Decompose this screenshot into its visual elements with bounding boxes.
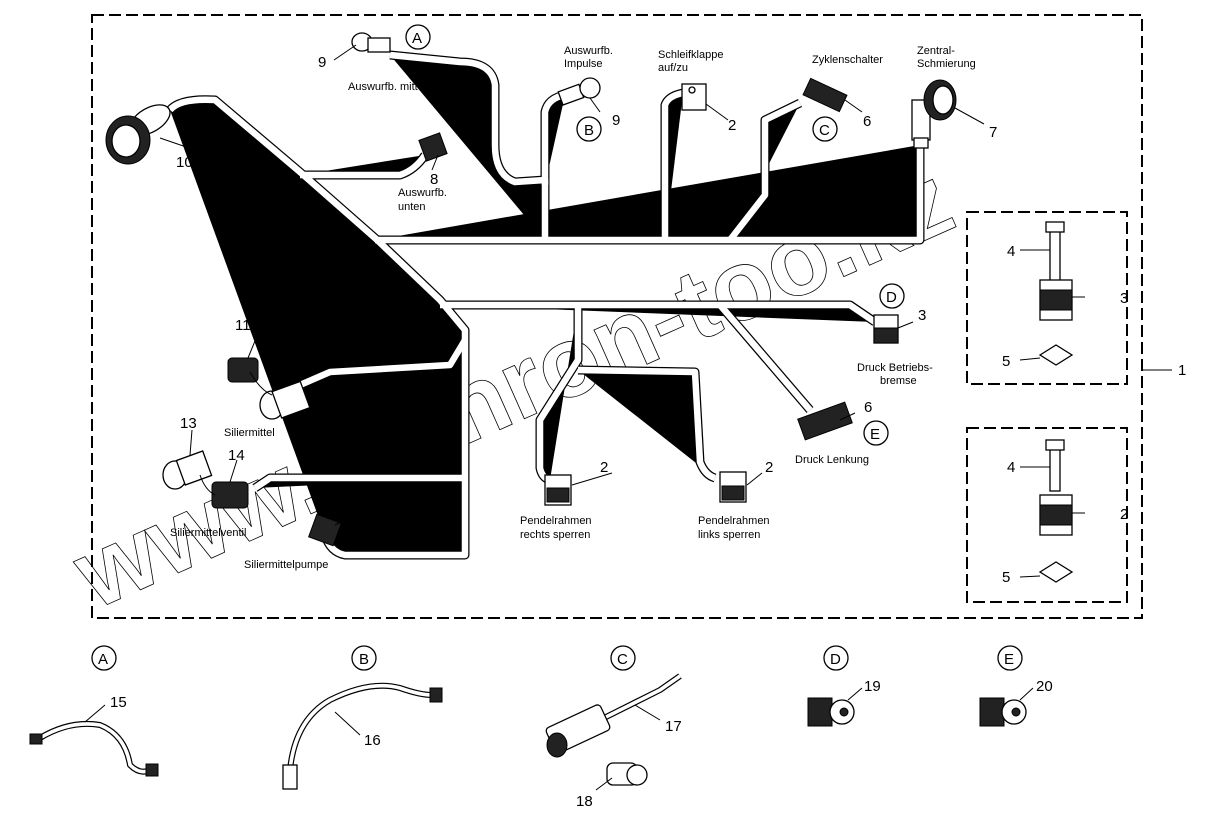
svg-text:Siliermittelventil: Siliermittelventil [170,527,246,539]
svg-text:Zentral-: Zentral- [917,45,955,57]
svg-text:2: 2 [728,117,736,134]
svg-text:5: 5 [1002,569,1010,586]
svg-text:B: B [359,651,369,668]
connector-7-zentralschmierung [911,79,957,149]
svg-text:19: 19 [864,678,881,695]
svg-text:D: D [886,289,897,306]
svg-text:17: 17 [665,718,682,735]
svg-text:20: 20 [1036,678,1053,695]
svg-text:6: 6 [863,113,871,130]
callout-c-bottom: C [610,645,636,671]
svg-text:1: 1 [1178,362,1186,379]
svg-text:Siliermittel: Siliermittel [224,427,275,439]
svg-text:links sperren: links sperren [698,529,760,541]
svg-text:C: C [617,651,628,668]
connector-12 [259,380,311,420]
svg-text:unten: unten [398,201,426,213]
connector-3-druck-betriebsbremse [873,314,899,344]
part-19-plug [807,697,855,727]
connector-11 [227,357,259,383]
svg-text:9: 9 [318,54,326,71]
svg-text:Auswurfb.: Auswurfb. [398,187,447,199]
svg-text:12: 12 [285,349,302,366]
svg-text:Impulse: Impulse [564,58,603,70]
svg-text:10: 10 [176,154,193,171]
svg-text:C: C [819,122,830,139]
callout-e-bottom: E [997,645,1023,671]
svg-text:Schleifklappe: Schleifklappe [658,49,723,61]
connector-2-schleifklappe [681,83,707,111]
connector-9-b [557,77,601,106]
connector-9-a [351,32,391,53]
svg-text:Auswurfb.: Auswurfb. [564,45,613,57]
svg-text:rechts sperren: rechts sperren [520,529,590,541]
svg-text:2: 2 [1120,506,1128,523]
svg-text:8: 8 [362,499,370,516]
svg-text:4: 4 [1007,243,1015,260]
inset-frame-2 [966,427,1128,603]
svg-text:E: E [870,426,880,443]
svg-text:15: 15 [110,694,127,711]
callout-b-bottom: B [351,645,377,671]
svg-text:2: 2 [600,459,608,476]
svg-text:9: 9 [612,112,620,129]
callout-d-bottom: D [823,645,849,671]
connector-2-pendel-links [719,471,747,503]
label-auswurfb-mitte: Auswurfb. mitte [348,81,424,93]
svg-text:16: 16 [364,732,381,749]
inset-parts-2 [1038,439,1074,583]
connector-13 [162,450,213,490]
svg-text:3: 3 [1120,290,1128,307]
callout-a: A [405,24,431,50]
svg-text:Siliermittelpumpe: Siliermittelpumpe [244,559,328,571]
inset-frame-3 [966,211,1128,385]
svg-text:B: B [584,122,594,139]
connector-2-pendel-rechts [544,474,572,506]
svg-text:7: 7 [989,124,997,141]
part-numbers: 9 9 2 6 7 10 8 3 6 2 2 11 12 13 14 8 4 3… [110,54,1186,810]
callout-d: D [879,283,905,309]
svg-text:Zyklenschalter: Zyklenschalter [812,54,883,66]
svg-text:4: 4 [1007,459,1015,476]
svg-text:18: 18 [576,793,593,810]
part-20-plug [979,697,1027,727]
svg-text:8: 8 [430,171,438,188]
svg-text:Druck Betriebs-: Druck Betriebs- [857,362,933,374]
callout-a-bottom: A [91,645,117,671]
callout-b: B [576,116,602,142]
svg-text:13: 13 [180,415,197,432]
svg-text:11: 11 [235,317,251,334]
svg-text:A: A [412,30,422,47]
part-17-adapter-cable [545,673,682,758]
callout-e: E [863,420,889,446]
part-15-cable [29,720,159,777]
connector-10-round-plug [105,104,171,165]
svg-text:14: 14 [228,447,245,464]
svg-text:Druck Lenkung: Druck Lenkung [795,454,869,466]
svg-text:2: 2 [765,459,773,476]
svg-text:Pendelrahmen: Pendelrahmen [520,515,592,527]
svg-text:6: 6 [864,399,872,416]
svg-text:auf/zu: auf/zu [658,62,688,74]
svg-text:Schmierung: Schmierung [917,58,976,70]
svg-text:bremse: bremse [880,375,917,387]
part-16-cable [282,682,443,790]
svg-text:Pendelrahmen: Pendelrahmen [698,515,770,527]
connector-14 [211,481,249,509]
connector-6-druck-lenkung [797,401,853,441]
svg-text:A: A [98,651,108,668]
svg-text:D: D [830,651,841,668]
connector-8-siliermittelpumpe [308,513,342,547]
svg-text:3: 3 [918,307,926,324]
callout-c: C [812,116,838,142]
function-labels: Auswurfb. mitte Auswurfb. Impulse Schlei… [170,45,976,571]
connector-6-zyklenschalter [802,77,848,113]
part-18-plug [606,762,648,786]
harness-assembly-frame [91,14,1143,619]
svg-text:5: 5 [1002,353,1010,370]
inset-parts-3 [1038,221,1074,366]
svg-text:E: E [1004,651,1014,668]
